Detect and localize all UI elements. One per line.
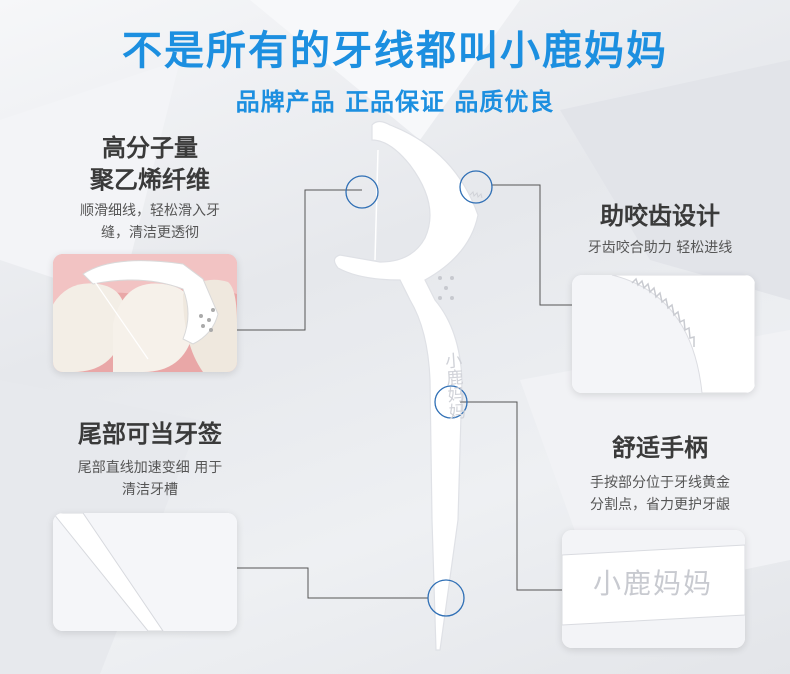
feature-tail-desc: 尾部直线加速变细 用于 清洁牙槽	[77, 460, 223, 498]
feature-handle-desc: 手按部分位于牙线黄金 分割点，省力更护牙龈	[590, 475, 730, 513]
feature-bite-title: 助咬齿设计	[600, 202, 720, 230]
feature-tail-title: 尾部可当牙签	[78, 420, 222, 448]
floss-string	[374, 149, 379, 261]
callout-circle-material	[345, 175, 379, 209]
page-title: 不是所有的牙线都叫小鹿妈妈	[122, 28, 668, 74]
feature-material-title: 高分子量 聚乙烯纤维	[90, 134, 210, 194]
feature-material-desc: 顺滑细线，轻松滑入牙 缝，清洁更透彻	[80, 203, 220, 241]
handle-illustration	[562, 530, 745, 648]
feature-handle-title: 舒适手柄	[612, 434, 708, 462]
teeth-illustration	[53, 254, 237, 372]
teeth-closeup-panel	[53, 254, 237, 372]
connector-bite	[492, 184, 572, 306]
tail-tip-illustration	[53, 513, 237, 631]
connector-handle	[460, 401, 562, 591]
callout-circle-tail	[427, 579, 465, 617]
feature-bite-desc: 牙齿咬合助力 轻松进线	[587, 240, 733, 256]
tail-closeup-panel	[53, 513, 237, 631]
callout-circle-handle	[434, 385, 468, 419]
flosser-body	[333, 120, 479, 651]
bite-teeth-illustration	[572, 275, 755, 393]
flosser-handle-brand-text: 小鹿妈妈	[440, 351, 466, 421]
connector-material	[237, 189, 362, 331]
callout-circle-bite	[459, 170, 493, 204]
page-subtitle: 品牌产品 正品保证 品质优良	[235, 88, 555, 116]
bite-closeup-panel	[572, 275, 755, 393]
connector-tail	[237, 567, 428, 599]
handle-closeup-panel: 小鹿妈妈	[562, 530, 745, 648]
handle-closeup-brand-text: 小鹿妈妈	[592, 567, 713, 600]
